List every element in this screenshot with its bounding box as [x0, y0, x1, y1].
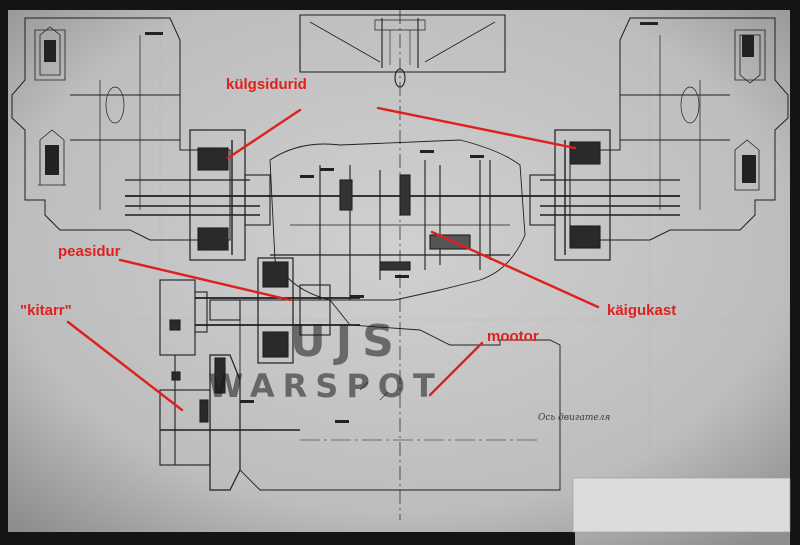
film-border-bottom: [0, 532, 575, 545]
left-side-clutch: [189, 129, 271, 261]
right-final-drive-outline: [540, 17, 789, 241]
right-side-clutch: [529, 129, 611, 261]
engine-outline: [239, 299, 561, 491]
leader-peasidur: [118, 258, 292, 302]
top-center-unit: [299, 14, 506, 88]
main-clutch: [194, 257, 360, 364]
film-border-top: [0, 0, 800, 10]
leader-kulgsidurid-right: [376, 106, 577, 150]
watermark-logo: UJS: [290, 316, 404, 367]
label-mootor: mootor: [487, 328, 539, 345]
label-kitarr: "kitarr": [20, 302, 72, 319]
label-peasidur: peasidur: [58, 243, 121, 260]
film-border-left: [0, 0, 8, 545]
label-kulgsidurid: külgsidurid: [226, 76, 307, 93]
leader-kitarr: [66, 320, 184, 412]
annotation-leaders: [66, 106, 600, 412]
film-border-right: [790, 0, 800, 545]
leader-kaigukast: [430, 230, 600, 309]
left-final-drive-outline: [11, 17, 260, 241]
leader-mootor: [428, 341, 484, 397]
paper-corner-patch: [572, 477, 791, 533]
engine-axis-note: Ось двигателя: [538, 413, 611, 423]
gearbox-housing: [269, 139, 526, 301]
watermark-text: WARSPOT: [208, 367, 443, 405]
leader-kulgsidurid-left: [226, 108, 302, 160]
guitar-drive: [159, 279, 300, 491]
label-kaigukast: käigukast: [607, 302, 677, 319]
dimension-marks: [145, 22, 658, 423]
